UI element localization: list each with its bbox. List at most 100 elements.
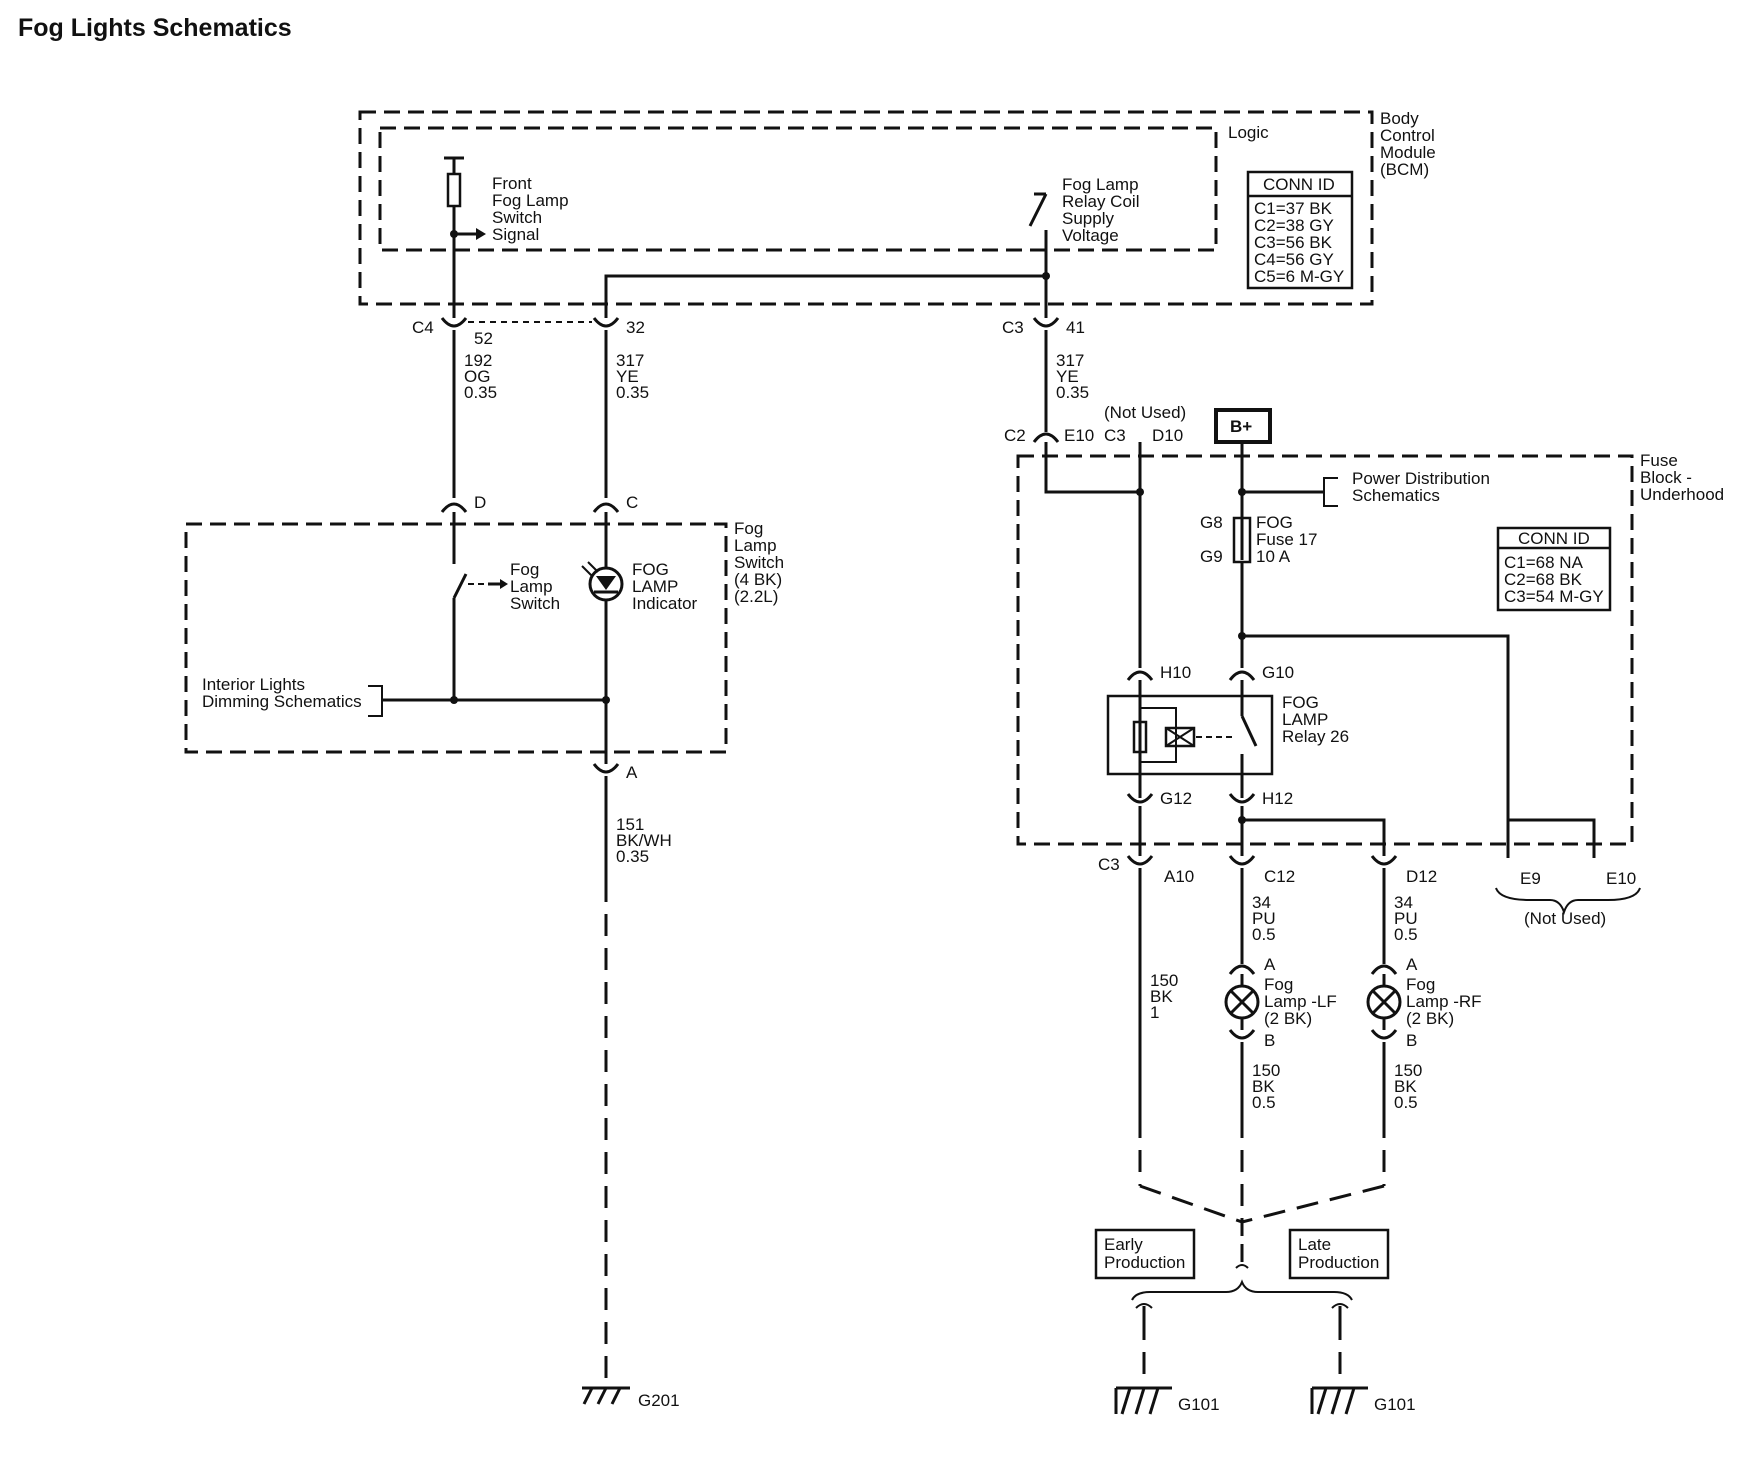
pin-d10: D10: [1152, 426, 1183, 445]
pin-e10-bottom: E10: [1606, 869, 1636, 888]
wire-150-label: 150 BK 1: [1150, 971, 1183, 1022]
wire-192-label: 192 OG 0.35: [464, 351, 497, 402]
connector-c: [592, 502, 620, 513]
connector-h12: [1228, 793, 1256, 804]
relay-supply-driver: [1028, 192, 1048, 318]
bcm-logic-label: Logic: [1228, 123, 1269, 142]
connector-h10: [1126, 670, 1154, 681]
pin-d: D: [474, 493, 486, 512]
pin-h10: H10: [1160, 663, 1191, 682]
svg-text:C1=68 NA: C1=68 NA: [1504, 553, 1584, 572]
svg-text:CONN ID: CONN ID: [1518, 529, 1590, 548]
ground-g101-early: [1114, 1386, 1172, 1415]
svg-text:C4=56 GY: C4=56 GY: [1254, 250, 1334, 269]
wire-150rf-label: 150 BK 0.5: [1394, 1061, 1427, 1112]
pin-a: A: [626, 763, 638, 782]
fog-lamp-indicator-label: FOG LAMP Indicator: [632, 560, 698, 613]
connector-a: [592, 763, 620, 774]
pin-52: 52: [474, 329, 493, 348]
svg-text:C1=37 BK: C1=37 BK: [1254, 199, 1333, 218]
connector-c12: [1228, 855, 1256, 866]
fog-lamp-rf: [1366, 964, 1402, 1116]
not-used-bottom-label: (Not Used): [1524, 909, 1606, 928]
rf-pin-a: A: [1406, 955, 1418, 974]
pin-41: 41: [1066, 318, 1085, 337]
svg-text:Early: Early: [1104, 1235, 1143, 1254]
pin-g10: G10: [1262, 663, 1294, 682]
relay-supply-label: Fog Lamp Relay Coil Supply Voltage: [1062, 175, 1144, 245]
fog-lamp-lf-label: Fog Lamp -LF (2 BK): [1264, 975, 1341, 1028]
svg-text:C3=54 M-GY: C3=54 M-GY: [1504, 587, 1604, 606]
wire-317a-label: 317 YE 0.35: [616, 351, 649, 402]
wire-151-label: 151 BK/WH 0.35: [616, 815, 676, 866]
connector-d12: [1370, 855, 1398, 866]
pin-g12: G12: [1160, 789, 1192, 808]
pin-g9: G9: [1200, 547, 1223, 566]
connector-g10: [1228, 670, 1256, 681]
power-distribution-label: Power Distribution Schematics: [1352, 469, 1495, 505]
ground-g201-symbol: [582, 1386, 630, 1405]
dimming-label: Interior Lights Dimming Schematics: [202, 675, 362, 711]
pin-g8: G8: [1200, 513, 1223, 532]
svg-text:C3=56 BK: C3=56 BK: [1254, 233, 1333, 252]
ground-g201-label: G201: [638, 1391, 680, 1410]
pin-c12: C12: [1264, 867, 1295, 886]
fog-lamp-switch-label: Fog Lamp Switch: [510, 560, 560, 613]
wire-34b-label: 34 PU 0.5: [1394, 893, 1422, 944]
wire-317b-label: 317 YE 0.35: [1056, 351, 1089, 402]
fog-switch-box: [184, 522, 728, 754]
fuse-conn-id-table: CONN ID C1=68 NA C2=68 BK C3=54 M-GY: [1496, 526, 1612, 612]
pin-c2: C2: [1004, 426, 1026, 445]
ground-g101-early-label: G101: [1178, 1395, 1220, 1414]
pin-c4: C4: [412, 318, 434, 337]
fog-lamp-indicator-led: [581, 512, 624, 764]
early-production-box: Early Production: [1094, 1228, 1196, 1280]
ground-merge: [1131, 1116, 1386, 1386]
pin-32: 32: [626, 318, 645, 337]
pin-c3-bottom: C3: [1098, 855, 1120, 874]
svg-text:Production: Production: [1298, 1253, 1379, 1272]
wire-34a-label: 34 PU 0.5: [1252, 893, 1280, 944]
svg-text:C2=38 GY: C2=38 GY: [1254, 216, 1334, 235]
page-title: Fog Lights Schematics: [18, 14, 292, 42]
svg-text:B+: B+: [1230, 417, 1252, 436]
rf-pin-b: B: [1406, 1031, 1417, 1050]
switch-signal-pullup: [444, 156, 486, 318]
svg-text:C2=68 BK: C2=68 BK: [1504, 570, 1583, 589]
dimming-bus: [368, 685, 610, 717]
fog-lamp-lf: [1224, 964, 1260, 1116]
pin-d12: D12: [1406, 867, 1437, 886]
ground-g101-late: [1310, 1386, 1368, 1415]
relay-label: FOG LAMP Relay 26: [1282, 693, 1349, 746]
pin-c3-top: C3: [1104, 426, 1126, 445]
not-used-brace: [1495, 887, 1641, 916]
ground-g101-late-label: G101: [1374, 1395, 1416, 1414]
bcm-box: [358, 110, 1374, 306]
pin-a10: A10: [1164, 867, 1194, 886]
connector-g12: [1126, 793, 1154, 804]
late-production-box: Late Production: [1288, 1228, 1390, 1280]
fog-lamp-switch-symbol: [452, 512, 508, 700]
fuse-block-label: Fuse Block - Underhood: [1640, 451, 1724, 504]
bcm-label: Body Control Module (BCM): [1380, 109, 1441, 179]
fog-lamp-relay: [1106, 680, 1274, 798]
bcm-logic-box: [378, 126, 1218, 252]
connector-a10: [1126, 855, 1154, 866]
svg-text:Late: Late: [1298, 1235, 1331, 1254]
switch-signal-label: Front Fog Lamp Switch Signal: [492, 174, 573, 244]
pin-c3-bcm: C3: [1002, 318, 1024, 337]
connector-d: [440, 502, 468, 513]
pin-c: C: [626, 493, 638, 512]
pin-e9: E9: [1520, 869, 1541, 888]
bcm-conn-id-table: CONN ID C1=37 BK C2=38 GY C3=56 BK C4=56…: [1246, 170, 1354, 290]
svg-text:C5=6 M-GY: C5=6 M-GY: [1254, 267, 1344, 286]
svg-text:CONN ID: CONN ID: [1263, 175, 1335, 194]
connector-c2-e10: [1032, 432, 1060, 443]
pin-h12: H12: [1262, 789, 1293, 808]
wire-150lf-label: 150 BK 0.5: [1252, 1061, 1285, 1112]
not-used-top-label: (Not Used): [1104, 403, 1186, 422]
svg-text:Production: Production: [1104, 1253, 1185, 1272]
fog-lamp-rf-label: Fog Lamp -RF (2 BK): [1406, 975, 1486, 1028]
